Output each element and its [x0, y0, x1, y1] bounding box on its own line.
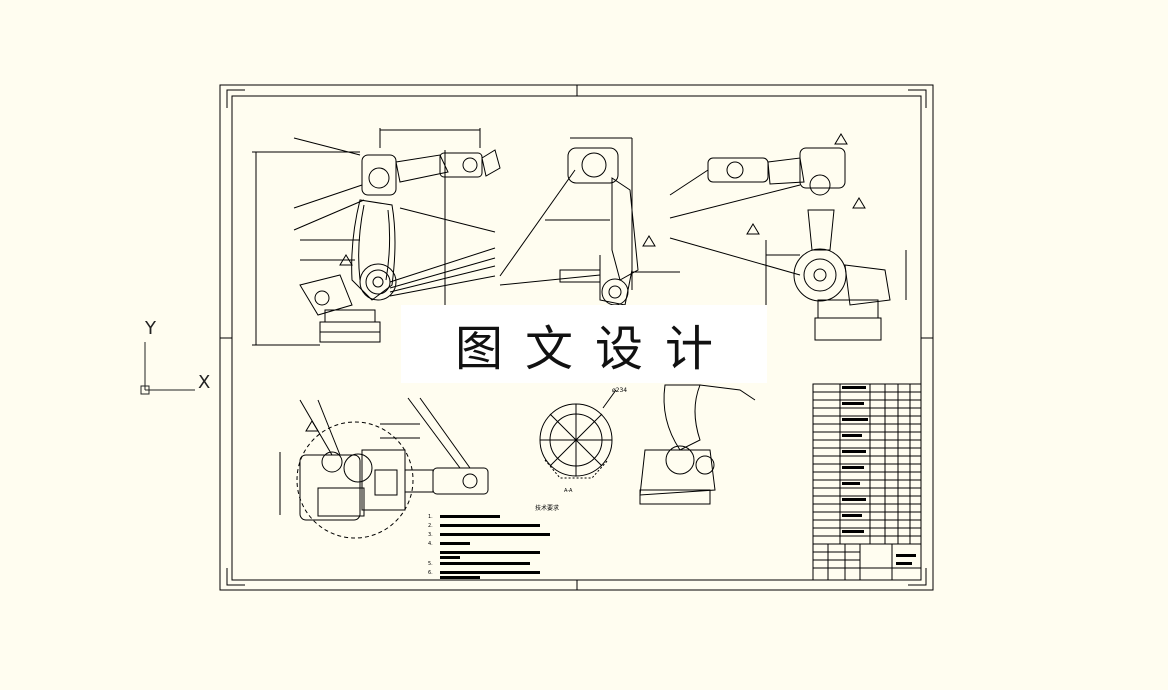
notes-title: 技术要求 [535, 504, 559, 512]
notes-item-5: 5. [428, 561, 433, 567]
notes-item-3: 3. [428, 532, 433, 538]
section-label: A-A [564, 488, 573, 494]
notes-item-4: 4. [428, 541, 433, 547]
ucs-y-label: Y [145, 318, 156, 339]
notes-item-6: 6. [428, 570, 433, 576]
ucs-x-label: X [198, 372, 211, 393]
notes-item-1: 1. [428, 514, 433, 520]
front-view [252, 128, 501, 346]
iso-view [639, 384, 756, 505]
title-block-fills [842, 386, 916, 565]
plan-view [279, 397, 489, 539]
section-view [539, 389, 617, 479]
top-view [669, 133, 907, 341]
notes-lines [440, 515, 550, 579]
notes-item-2: 2. [428, 523, 433, 529]
ucs-icon [140, 342, 195, 395]
watermark-text: 图文设计 [454, 321, 735, 377]
title-block [812, 383, 922, 581]
diameter-label: ø234 [612, 387, 627, 394]
watermark-banner: 图文设计 [401, 305, 767, 383]
side-view [499, 137, 680, 306]
